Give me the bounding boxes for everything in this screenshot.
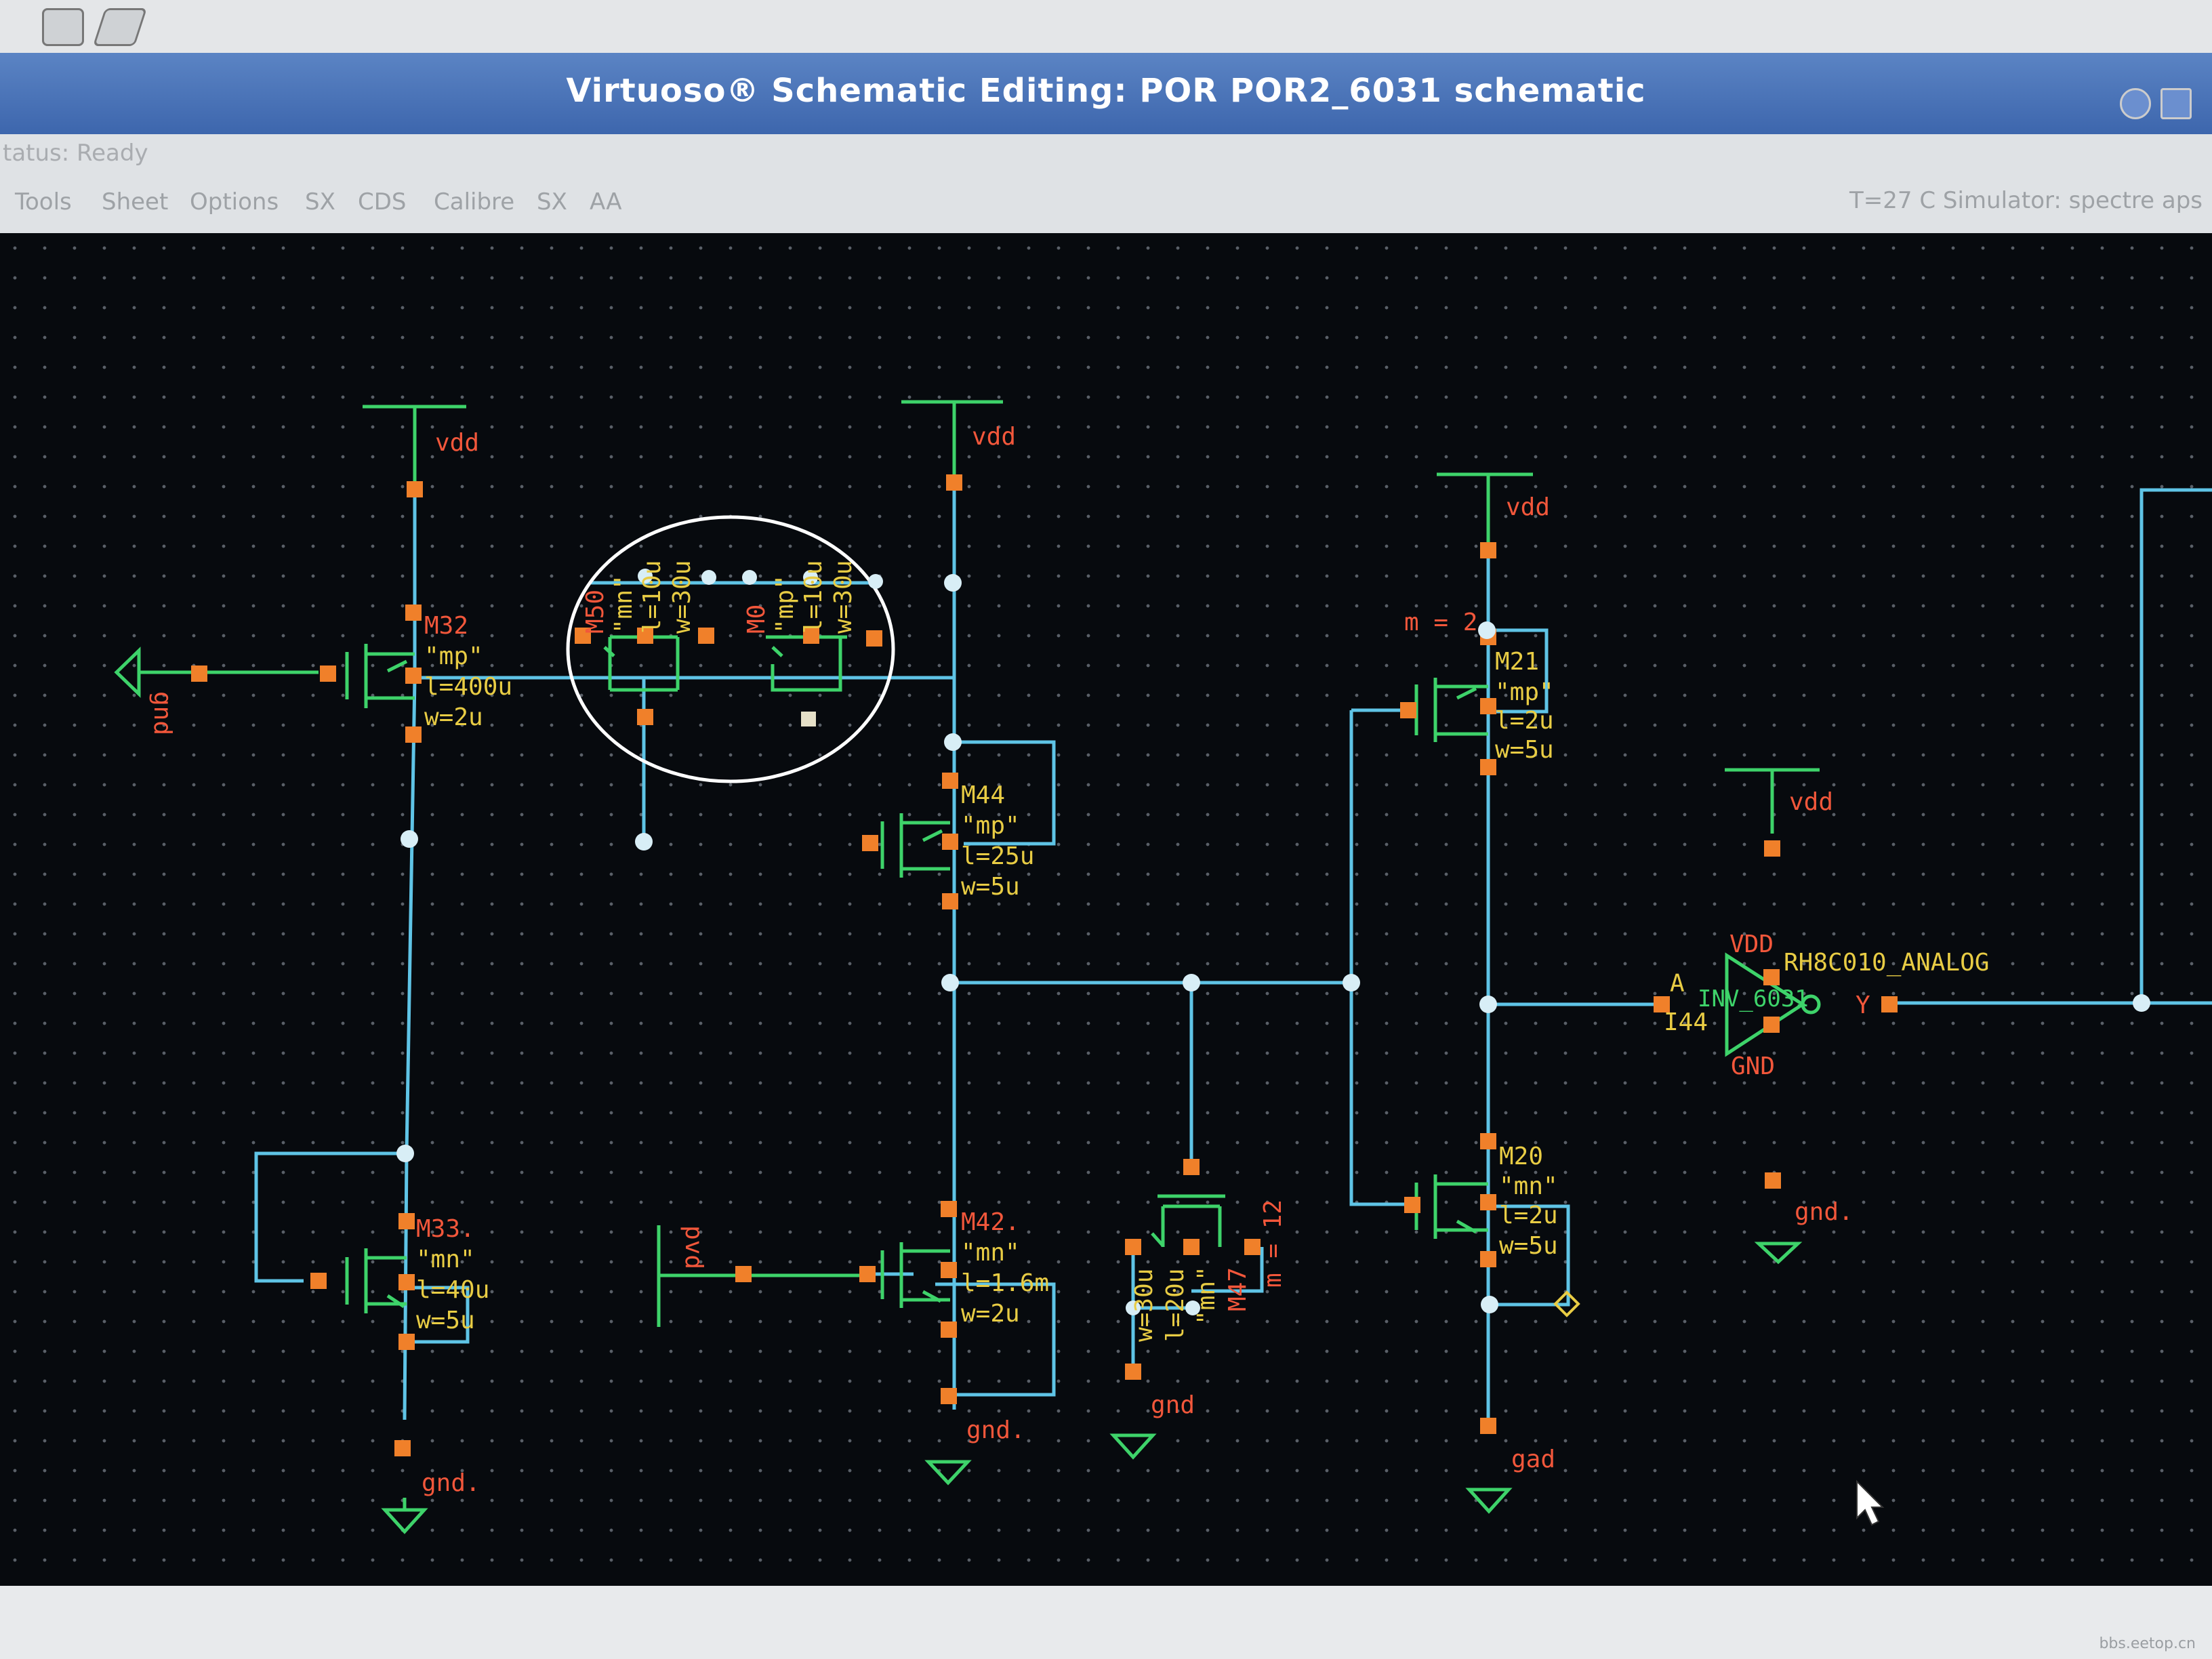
device-w-m42: w=2u <box>961 1300 1020 1328</box>
device-w-m47: w=30u <box>1130 1269 1158 1342</box>
menu-sx-2[interactable]: SX <box>537 188 567 216</box>
net-label-gnd-m42: gnd. <box>966 1416 1025 1444</box>
device-l-m20: l=2u <box>1499 1202 1558 1229</box>
device-w-m0: w=30u <box>830 560 857 634</box>
device-w-m32: w=2u <box>424 703 483 731</box>
device-name-m0[interactable]: M0 <box>743 605 771 634</box>
device-model-m50: "mn" <box>610 575 638 634</box>
device-w-m20: w=5u <box>1499 1232 1558 1260</box>
net-label-gnd-m20: gad <box>1511 1446 1555 1473</box>
inv-pin-vdd: VDD <box>1729 930 1774 958</box>
schematic-drawing[interactable]: .w{stroke:#5fc4e6;stroke-width:5;fill:no… <box>0 233 2212 1586</box>
window-control-icon[interactable] <box>2160 88 2192 119</box>
net-label-vdd-2: vdd <box>972 423 1016 451</box>
device-name-m44[interactable]: M44 <box>961 781 1005 809</box>
device-l-m0: l=10u <box>800 560 827 634</box>
device-mult-m47: m = 12 <box>1259 1200 1287 1288</box>
menu-tools[interactable]: Tools <box>15 188 72 216</box>
device-model-m44: "mp" <box>961 812 1020 840</box>
open-icon[interactable] <box>92 8 148 46</box>
menu-sx[interactable]: SX <box>305 188 335 216</box>
menu-aa[interactable]: AA <box>590 188 622 216</box>
net-label-gnd-m47: gnd <box>1151 1391 1195 1419</box>
menu-calibre[interactable]: Calibre <box>434 188 515 216</box>
device-name-m21[interactable]: M21 <box>1495 648 1539 676</box>
top-toolbar <box>0 0 2212 53</box>
net-label-vdd-3: vdd <box>1506 493 1550 521</box>
help-icon[interactable] <box>2120 88 2151 119</box>
device-name-m33[interactable]: M33. <box>416 1215 475 1243</box>
inv-inst-id: I44 <box>1664 1008 1708 1036</box>
pins <box>191 474 1898 1456</box>
device-l-m32: l=400u <box>424 673 512 701</box>
device-mult-m21: m = 2 <box>1404 609 1477 636</box>
save-icon[interactable] <box>42 8 84 46</box>
device-model-m0: "mp" <box>771 575 799 634</box>
device-name-m20[interactable]: M20 <box>1499 1143 1543 1170</box>
device-name-m32[interactable]: M32 <box>424 612 468 640</box>
device-l-m50: l=10u <box>638 560 666 634</box>
device-name-m42[interactable]: M42. <box>961 1208 1020 1236</box>
device-w-m44: w=5u <box>961 873 1020 901</box>
device-l-m42: l=1.6m <box>961 1269 1049 1297</box>
device-model-m21: "mp" <box>1495 678 1554 706</box>
inv-pin-y: Y <box>1856 991 1870 1019</box>
inv-instance-name[interactable]: INV_6031 <box>1698 985 1809 1012</box>
device-l-m21: l=2u <box>1495 707 1554 735</box>
status-bar: tatus: Ready <box>0 134 2212 173</box>
menu-bar: Tools Sheet Options SX CDS Calibre SX AA… <box>0 173 2212 233</box>
device-name-m50[interactable]: M50 <box>581 590 609 634</box>
device-w-m50: w=30u <box>668 560 696 634</box>
device-model-m42: "mn" <box>961 1239 1020 1267</box>
net-label-pvd: pvd <box>680 1225 708 1269</box>
device-l-m47: l=20u <box>1162 1269 1189 1342</box>
device-l-m44: l=25u <box>961 842 1034 870</box>
device-model-m33: "mn" <box>416 1246 475 1273</box>
window-footer: bbs.eetop.cn <box>0 1586 2212 1659</box>
schematic-canvas[interactable]: .w{stroke:#5fc4e6;stroke-width:5;fill:no… <box>0 233 2212 1586</box>
net-label-gnd-inv: gnd. <box>1795 1198 1853 1226</box>
device-model-m47: "mn" <box>1193 1266 1221 1325</box>
device-w-m21: w=5u <box>1495 736 1554 764</box>
menu-options[interactable]: Options <box>190 188 279 216</box>
menu-cds[interactable]: CDS <box>358 188 407 216</box>
junctions <box>396 569 2150 1317</box>
inv-cell-name[interactable]: RH8C010_ANALOG <box>1784 949 1989 977</box>
net-label-gnd-left: gnd <box>148 691 176 735</box>
inv-pin-a: A <box>1670 970 1685 998</box>
device-model-m20: "mn" <box>1499 1172 1558 1200</box>
mouse-cursor-icon <box>1856 1479 1885 1526</box>
device-model-m32: "mp" <box>424 642 483 670</box>
highlight-ellipse <box>566 515 895 783</box>
window-titlebar: Virtuoso® Schematic Editing: POR POR2_60… <box>0 53 2212 134</box>
device-name-m47[interactable]: M47 <box>1224 1267 1252 1311</box>
menu-sheet[interactable]: Sheet <box>102 188 169 216</box>
net-label-vdd-1: vdd <box>435 429 479 457</box>
window-title: Virtuoso® Schematic Editing: POR POR2_60… <box>566 72 1646 110</box>
net-label-gnd-m33: gnd. <box>422 1469 480 1497</box>
watermark: bbs.eetop.cn <box>2099 1635 2196 1652</box>
inv-pin-gnd: GND <box>1731 1052 1775 1080</box>
symbols <box>114 400 1821 1534</box>
net-label-vdd-4: vdd <box>1789 788 1833 816</box>
device-l-m33: l=40u <box>416 1276 489 1304</box>
selected-pin[interactable] <box>801 712 816 726</box>
simulator-info: T=27 C Simulator: spectre aps <box>1849 187 2203 214</box>
status-text: tatus: Ready <box>3 140 148 167</box>
device-w-m33: w=5u <box>416 1307 475 1334</box>
